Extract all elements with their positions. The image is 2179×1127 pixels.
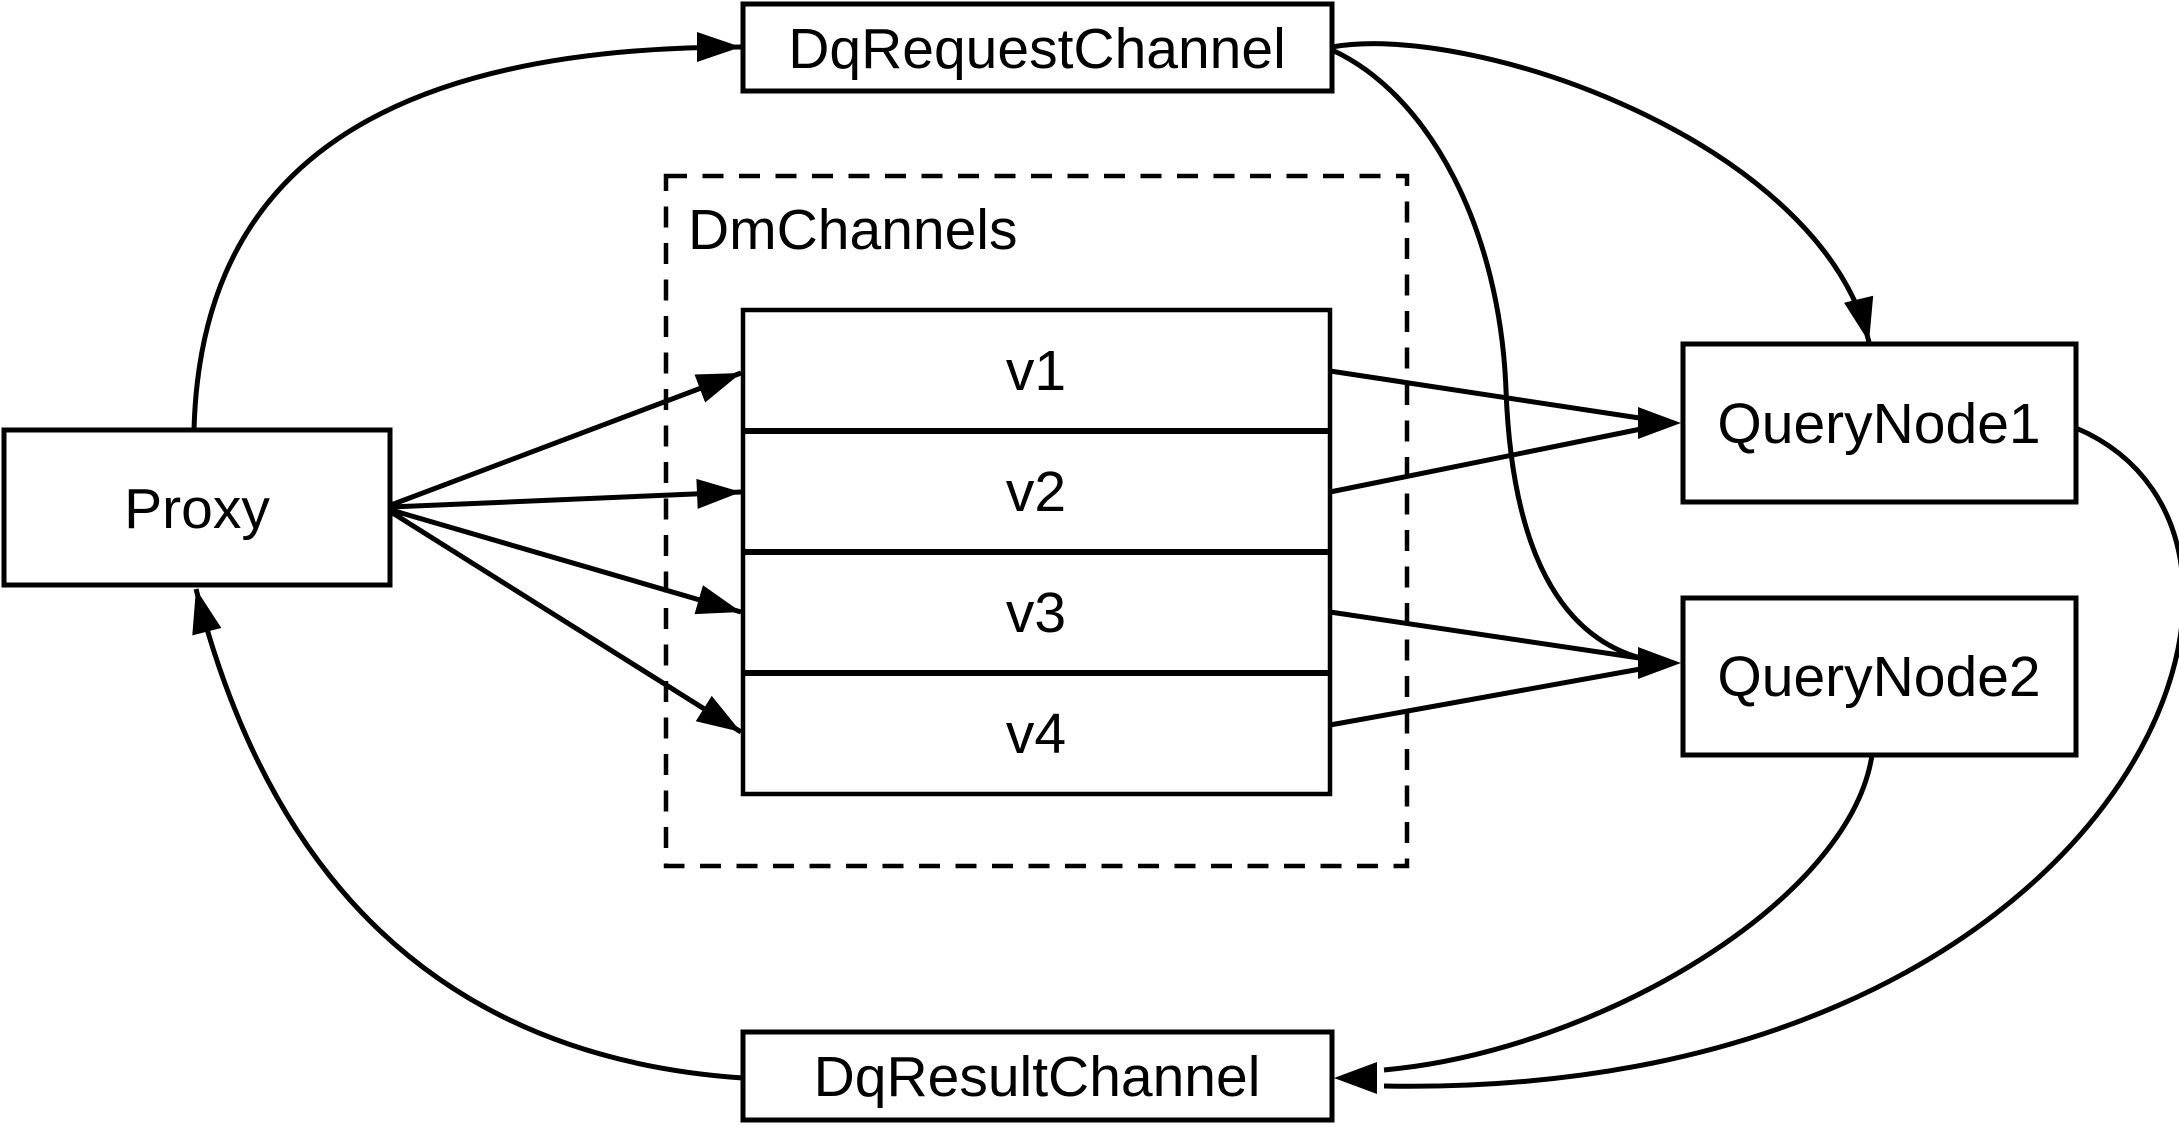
node-proxy-label: Proxy <box>124 477 270 541</box>
node-querynode2-box <box>1680 595 2079 758</box>
edge-dqrequestchannel-to-querynode1 <box>1331 41 1874 343</box>
node-dqrequestchannel-label: DqRequestChannel <box>788 17 1286 81</box>
arrowhead-into-querynode2 <box>1638 647 1681 679</box>
channel-row-v3-label: v3 <box>1006 581 1066 645</box>
dmchannels-group-box <box>663 173 1410 869</box>
edge-proxy-to-dqrequestchannel <box>191 32 742 431</box>
node-dqresultchannel-box <box>740 1029 1335 1123</box>
node-querynode1-box <box>1680 341 2079 505</box>
node-dqresultchannel-label: DqResultChannel <box>814 1045 1261 1109</box>
edge-dqrequestchannel-to-querynode2 <box>1330 47 1649 663</box>
edge-querynode2-to-dqresultchannel <box>1383 754 1875 1073</box>
node-proxy-box <box>1 427 393 588</box>
node-querynode2-label: QueryNode2 <box>1717 645 2040 709</box>
channel-row-v1-label: v1 <box>1006 339 1066 403</box>
node-querynode1-label: QueryNode1 <box>1717 392 2040 456</box>
edge-v2-to-querynode1 <box>1329 425 1647 495</box>
channel-row-v4-label: v4 <box>1006 702 1066 766</box>
edge-proxy-to-v1 <box>390 370 742 508</box>
edge-proxy-to-v2 <box>390 478 742 510</box>
dmchannels-group-label: DmChannels <box>688 198 1017 262</box>
edge-v4-to-querynode2 <box>1329 665 1647 728</box>
edge-proxy-to-v4 <box>389 509 743 735</box>
edge-v1-to-querynode1 <box>1329 368 1647 422</box>
edge-v3-to-querynode2 <box>1329 609 1647 662</box>
edge-proxy-to-v3 <box>390 507 742 615</box>
edge-querynode1-to-dqresultchannel <box>1383 425 2179 1089</box>
arrowhead-into-dqresultchannel <box>1334 1062 1377 1094</box>
node-dqrequestchannel-box <box>740 1 1335 94</box>
edge-dqresultchannel-to-proxy <box>192 588 744 1081</box>
channel-row-v2-label: v2 <box>1006 460 1066 524</box>
arrowhead-into-querynode1 <box>1638 407 1681 439</box>
